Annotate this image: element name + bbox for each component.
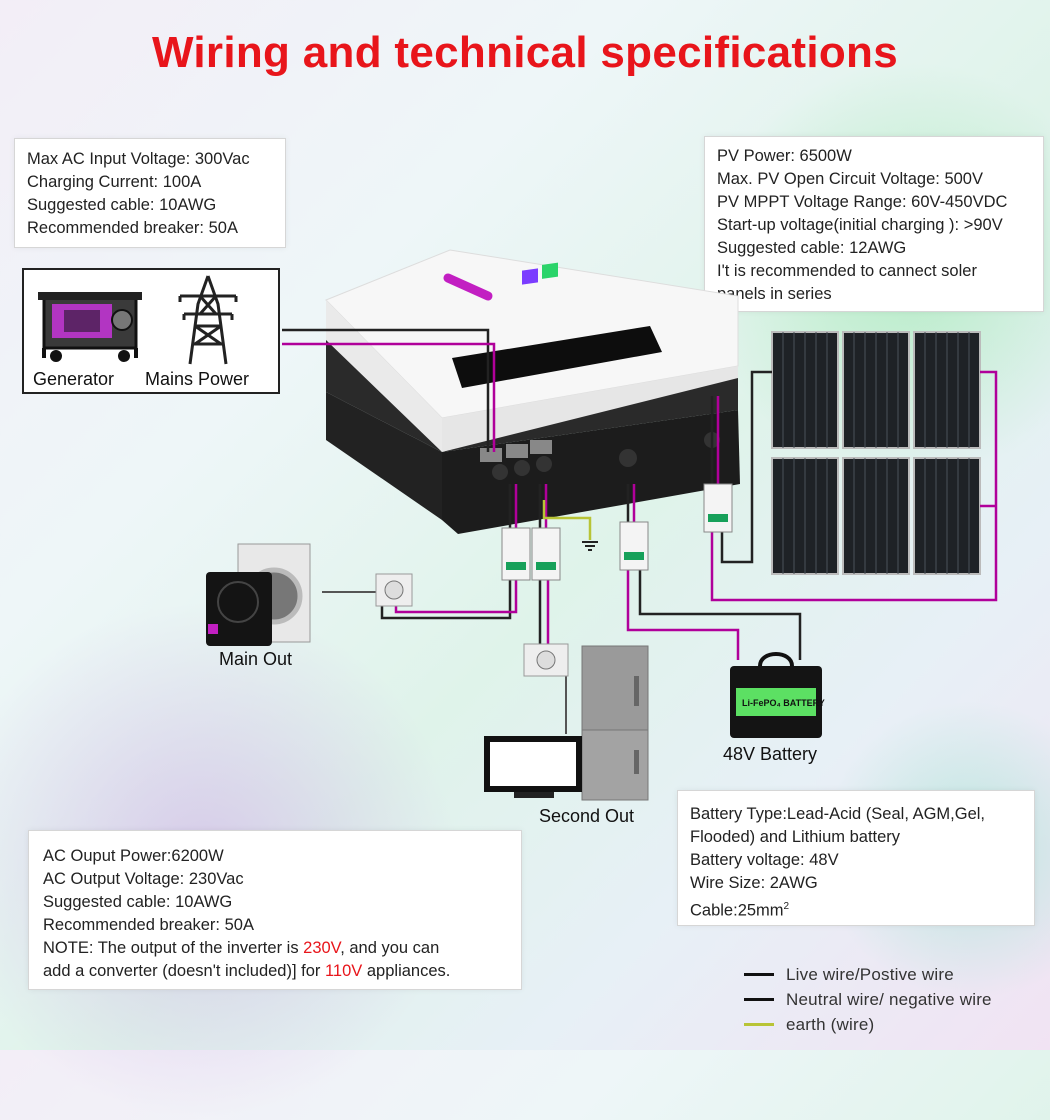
- ac-input-spec-line: Max AC Input Voltage: 300Vac: [27, 150, 250, 168]
- ac-output-note-line-1: NOTE: The output of the inverter is 230V…: [43, 939, 440, 957]
- legend-label: Live wire/Postive wire: [786, 964, 954, 984]
- legend-label: earth (wire): [786, 1014, 875, 1034]
- second-out-label: Second Out: [539, 806, 635, 826]
- battery-spec-line: Battery voltage: 48V: [690, 851, 839, 869]
- wiring-diagram: Li-FePO₄ BATTERY: [206, 249, 998, 801]
- pv-spec-line: I't is recommended to cannect soler: [717, 262, 977, 280]
- pv-spec-line: PV MPPT Voltage Range: 60V-450VDC: [717, 193, 1008, 211]
- ac-output-spec-box: AC Ouput Power:6200W AC Output Voltage: …: [28, 830, 522, 990]
- tv-monitor: [484, 736, 582, 798]
- battery-spec-line: Battery Type:Lead-Acid (Seal, AGM,Gel,: [690, 805, 986, 823]
- battery-label: 48V Battery: [723, 744, 818, 764]
- battery-pack: Li-FePO₄ BATTERY: [730, 652, 825, 738]
- mains-power-label: Mains Power: [145, 369, 250, 389]
- breaker-set: [501, 483, 733, 581]
- page-title: Wiring and technical specifications: [151, 28, 899, 77]
- ac-input-spec-line: Suggested cable: 10AWG: [27, 196, 217, 214]
- generator-icon: [38, 292, 142, 362]
- legend-swatch: [744, 1023, 774, 1026]
- pv-spec-line: PV Power: 6500W: [717, 147, 852, 165]
- battery-spec-line: Wire Size: 2AWG: [690, 874, 818, 892]
- transmission-tower-icon: [178, 275, 238, 365]
- main-out-label: Main Out: [219, 649, 293, 669]
- ac-output-note-line-2: add a converter (doesn't included)] for …: [43, 962, 451, 980]
- ac-source-box: Generator Mains Power: [22, 268, 280, 394]
- battery-spec-line: Cable:25mm2: [690, 901, 790, 920]
- pv-spec-box: PV Power: 6500W Max. PV Open Circuit Vol…: [704, 136, 1044, 312]
- ac-input-spec-line: Charging Current: 100A: [27, 173, 202, 191]
- ac-output-spec-line: Recommended breaker: 50A: [43, 916, 254, 934]
- wire-legend: Live wire/Postive wire Neutral wire/ neg…: [744, 962, 992, 1037]
- ac-output-spec-line: AC Ouput Power:6200W: [43, 847, 224, 865]
- ac-input-spec-line: Recommended breaker: 50A: [27, 219, 238, 237]
- battery-spec-line: Flooded) and Lithium battery: [690, 828, 901, 846]
- ac-output-spec-line: AC Output Voltage: 230Vac: [43, 870, 244, 888]
- inverter-unit: [325, 249, 740, 534]
- pv-spec-line: panels in series: [717, 285, 832, 303]
- battery-brand-text: Li-FePO₄ BATTERY: [742, 698, 825, 708]
- generator-label: Generator: [33, 369, 115, 389]
- solar-panel-array: [771, 331, 981, 575]
- legend-item: earth (wire): [744, 1012, 992, 1037]
- legend-swatch: [744, 998, 774, 1001]
- legend-swatch: [744, 973, 774, 976]
- induction-cooker: [206, 572, 272, 646]
- ac-output-spec-line: Suggested cable: 10AWG: [43, 893, 233, 911]
- legend-item: Live wire/Postive wire: [744, 962, 992, 987]
- legend-label: Neutral wire/ negative wire: [786, 989, 992, 1009]
- pv-spec-line: Max. PV Open Circuit Voltage: 500V: [717, 170, 983, 188]
- refrigerator: [581, 645, 649, 801]
- legend-item: Neutral wire/ negative wire: [744, 987, 992, 1012]
- battery-spec-box: Battery Type:Lead-Acid (Seal, AGM,Gel, F…: [677, 790, 1035, 926]
- pv-spec-line: Start-up voltage(initial charging ): >90…: [717, 216, 1003, 234]
- pv-spec-line: Suggested cable: 12AWG: [717, 239, 907, 257]
- ac-input-spec-box: Max AC Input Voltage: 300Vac Charging Cu…: [14, 138, 286, 248]
